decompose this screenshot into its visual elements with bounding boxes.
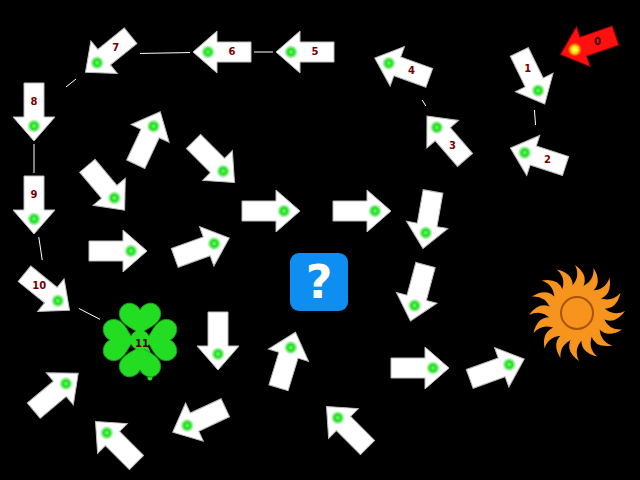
arrow-tile: 5 [273, 20, 337, 84]
arrow-icon [89, 230, 147, 272]
tile-number: 9 [31, 190, 38, 200]
connector-line [422, 100, 426, 106]
arrow-icon [168, 218, 237, 277]
arrow-icon [20, 357, 91, 426]
arrow-tile: 4 [370, 36, 434, 100]
arrow-tile: 3 [414, 106, 478, 170]
connector-line [34, 144, 35, 173]
arrow-icon [179, 127, 250, 198]
arrow-tile: 8 [2, 80, 66, 144]
arrow-tile: 10 [15, 260, 79, 324]
arrow-icon [333, 190, 391, 232]
question-box: ? [290, 253, 348, 311]
arrow-icon [242, 190, 300, 232]
arrow-tile: 1 [500, 46, 564, 110]
tile-number: 10 [32, 281, 46, 291]
sun-icon [529, 265, 625, 361]
arrow-icon [258, 326, 315, 394]
connector-line [254, 52, 273, 53]
tile-number: 2 [544, 155, 551, 165]
arrow-icon [463, 339, 532, 398]
connector-line [140, 52, 190, 54]
tile-number: 1 [524, 64, 531, 74]
connector-line [66, 79, 76, 87]
arrow-shape [190, 20, 254, 84]
tile-number: 7 [112, 43, 119, 53]
clover-goal: 11 [100, 300, 180, 380]
tile-number: 5 [312, 47, 319, 57]
arrow-icon [117, 103, 180, 173]
arrow-icon [71, 152, 140, 223]
tile-number: 3 [449, 141, 456, 151]
arrow-shape [76, 22, 140, 86]
arrow-tile: 6 [190, 20, 254, 84]
tile-number: 6 [229, 47, 236, 57]
arrow-tile: 2 [506, 125, 570, 189]
arrow-icon [390, 260, 446, 327]
tile-number: 0 [594, 37, 601, 47]
arrow-shape [2, 80, 66, 144]
tile-number: 11 [135, 339, 149, 349]
tile-number: 8 [31, 97, 38, 107]
arrow-icon [402, 188, 453, 252]
connector-line [534, 110, 535, 125]
arrow-icon [197, 312, 239, 370]
arrow-shape [556, 13, 620, 77]
arrow-shape [370, 36, 434, 100]
tile-number: 4 [408, 66, 415, 76]
arrow-shape [15, 260, 79, 324]
connector-line [79, 309, 100, 320]
connector-line [39, 237, 42, 260]
arrow-shape [500, 46, 564, 110]
arrow-tile: 7 [76, 22, 140, 86]
arrow-icon [312, 392, 383, 463]
arrow-icon [164, 389, 234, 452]
arrow-shape [506, 125, 570, 189]
arrow-tile: 0 [556, 13, 620, 77]
arrow-icon [81, 407, 152, 478]
arrow-tile: 9 [2, 173, 66, 237]
question-mark: ? [306, 259, 333, 305]
arrow-shape [414, 106, 478, 170]
arrow-shape [2, 173, 66, 237]
arrow-shape [273, 20, 337, 84]
arrow-icon [391, 347, 449, 389]
